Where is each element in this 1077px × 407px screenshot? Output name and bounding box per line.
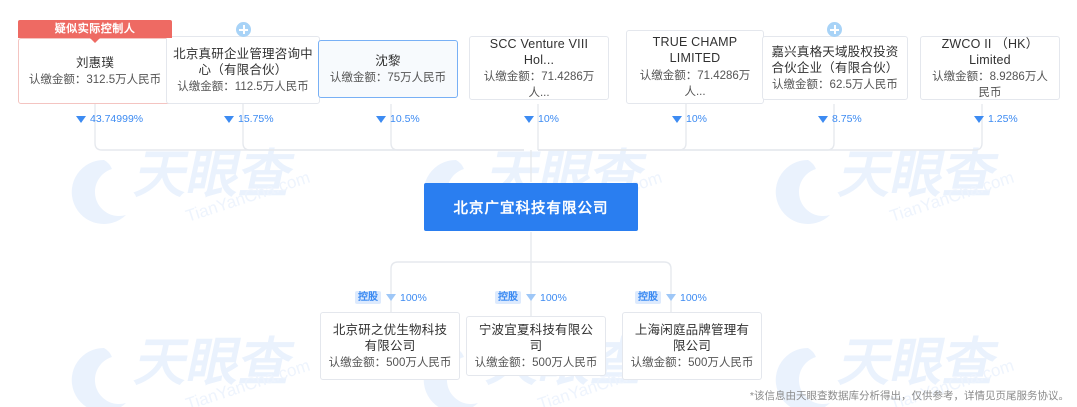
subsidiary-card[interactable]: 宁波宜夏科技有限公司 认缴金额：500万人民币 [466, 316, 606, 376]
ownership-percent: 10% [672, 113, 707, 125]
ownership-percent-value: 43.74999% [90, 113, 144, 125]
subsidiary-name: 宁波宜夏科技有限公司 [478, 322, 594, 353]
svg-text:天眼查: 天眼查 [834, 146, 1003, 204]
ownership-percent-value: 1.25% [988, 113, 1018, 125]
expand-node-button[interactable] [827, 22, 842, 37]
subsidiary-amount: 认缴金额：500万人民币 [328, 356, 452, 369]
ownership-percent: 10.5% [376, 113, 420, 125]
actual-controller-banner: 疑似实际控制人 [18, 20, 172, 43]
arrow-down-icon [974, 115, 984, 123]
ownership-percent-value: 10% [538, 113, 560, 125]
ownership-percent-value: 15.75% [238, 113, 274, 125]
shareholder-name: 刘惠璞 [75, 55, 115, 70]
expand-node-button[interactable] [236, 22, 251, 37]
banner-notch-icon [90, 38, 100, 43]
subsidiary-name: 上海闲庭品牌管理有限公司 [634, 322, 750, 353]
shareholder-name: 嘉兴真格天域股权投资合伙企业（有限合伙） [771, 44, 899, 75]
shareholder-amount: 认缴金额：71.4286万人... [483, 70, 595, 99]
shareholder-card[interactable]: ZWCO II （HK） Limited 认缴金额：8.9286万人民币 [920, 36, 1060, 100]
shareholder-card[interactable]: 沈黎 认缴金额：75万人民币 [318, 40, 458, 98]
subsidiary-card[interactable]: 北京研之优生物科技有限公司 认缴金额：500万人民币 [320, 312, 460, 380]
subsidiary-amount: 认缴金额：500万人民币 [630, 356, 754, 369]
ownership-percent-value: 8.75% [832, 113, 862, 125]
subsidiary-relation: 控股 100% [495, 291, 567, 304]
subsidiary-percent-value: 100% [400, 291, 427, 304]
disclaimer-text: *该信息由天眼查数据库分析得出，仅供参考，详情见页尾服务协议。 [749, 390, 1069, 402]
subsidiary-relation: 控股 100% [635, 291, 707, 304]
subsidiary-percent-value: 100% [680, 291, 707, 304]
svg-text:TianYanCha.com: TianYanCha.com [183, 356, 312, 407]
center-company-node[interactable]: 北京广宜科技有限公司 [424, 183, 638, 231]
arrow-down-icon [224, 115, 234, 123]
shareholder-name: SCC Venture VIII Hol... [489, 36, 589, 67]
arrow-down-icon [76, 115, 86, 123]
shareholder-card[interactable]: 嘉兴真格天域股权投资合伙企业（有限合伙） 认缴金额：62.5万人民币 [762, 36, 908, 100]
shareholder-amount: 认缴金额：312.5万人民币 [28, 73, 162, 86]
arrow-down-icon [818, 115, 828, 123]
shareholder-card[interactable]: 刘惠璞 认缴金额：312.5万人民币 [18, 38, 172, 104]
subsidiary-amount: 认缴金额：500万人民币 [474, 356, 598, 369]
shareholder-card[interactable]: SCC Venture VIII Hol... 认缴金额：71.4286万人..… [469, 36, 609, 100]
shareholder-amount: 认缴金额：62.5万人民币 [772, 78, 898, 91]
shareholder-name: ZWCO II （HK） Limited [941, 36, 1039, 67]
svg-text:天眼查: 天眼查 [130, 146, 299, 204]
shareholder-card[interactable]: 北京真研企业管理咨询中心（有限合伙） 认缴金额：112.5万人民币 [166, 36, 320, 104]
shareholder-name: TRUE CHAMP LIMITED [652, 35, 738, 65]
arrow-down-icon [672, 115, 682, 123]
shareholder-name: 北京真研企业管理咨询中心（有限合伙） [173, 46, 313, 77]
shareholder-amount: 认缴金额：8.9286万人民币 [932, 70, 1048, 99]
arrow-down-icon [526, 294, 536, 301]
ownership-percent: 15.75% [224, 113, 274, 125]
svg-text:天眼查: 天眼查 [130, 334, 299, 392]
actual-controller-label: 疑似实际控制人 [54, 23, 136, 35]
ownership-percent-value: 10% [686, 113, 708, 125]
relation-badge: 控股 [635, 291, 661, 304]
center-company-name: 北京广宜科技有限公司 [453, 200, 609, 217]
subsidiary-percent-value: 100% [540, 291, 567, 304]
relation-badge: 控股 [355, 291, 381, 304]
shareholder-amount: 认缴金额：75万人民币 [329, 71, 447, 84]
svg-text:天眼查: 天眼查 [834, 334, 1003, 392]
subsidiary-relation: 控股 100% [355, 291, 427, 304]
arrow-down-icon [376, 115, 386, 123]
svg-text:TianYanCha.com: TianYanCha.com [887, 168, 1016, 226]
shareholder-card[interactable]: TRUE CHAMP LIMITED 香港特别行政区... 认缴金额：71.42… [626, 30, 764, 104]
arrow-down-icon [386, 294, 396, 301]
ownership-percent: 43.74999% [76, 113, 143, 125]
svg-text:TianYanCha.com: TianYanCha.com [183, 168, 312, 226]
ownership-percent: 10% [524, 113, 559, 125]
ownership-percent: 1.25% [974, 113, 1018, 125]
arrow-down-icon [524, 115, 534, 123]
subsidiary-name: 北京研之优生物科技有限公司 [332, 322, 448, 353]
ownership-percent-value: 10.5% [390, 113, 420, 125]
arrow-down-icon [666, 294, 676, 301]
relation-badge: 控股 [495, 291, 521, 304]
subsidiary-card[interactable]: 上海闲庭品牌管理有限公司 认缴金额：500万人民币 [622, 312, 762, 380]
shareholder-amount: 认缴金额：112.5万人民币 [177, 80, 309, 93]
ownership-percent: 8.75% [818, 113, 862, 125]
shareholder-name: 沈黎 [375, 53, 401, 68]
shareholder-amount: 认缴金额：71.4286万人... [639, 70, 751, 98]
